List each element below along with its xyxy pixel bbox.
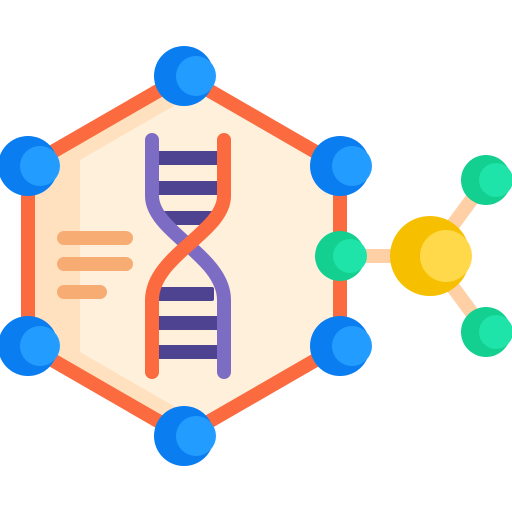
- dna-helix-icon: [145, 133, 231, 379]
- vertex-node-bottom: [154, 406, 216, 466]
- vertex-node-bottom-right: [310, 316, 372, 376]
- vertex-node-top-left: [0, 136, 60, 196]
- green-node-mid: [315, 231, 367, 281]
- dna-rung: [158, 287, 214, 301]
- dna-rung: [154, 345, 222, 359]
- vertex-node-top: [154, 46, 216, 106]
- dna-strand-front: [145, 133, 231, 379]
- vertex-node-bottom-left: [0, 316, 60, 376]
- dna-rung: [154, 151, 222, 165]
- yellow-node-center: [390, 216, 472, 296]
- molecule-nodes: [315, 155, 512, 357]
- vertex-nodes: [0, 46, 372, 466]
- hexagon-inner-shade: [28, 76, 184, 436]
- text-lines-icon: [57, 231, 133, 299]
- dna-rung: [154, 316, 222, 330]
- green-node-bottom: [461, 307, 512, 357]
- vertex-node-top-right: [310, 136, 372, 196]
- green-node-top: [461, 155, 512, 205]
- dna-rung: [154, 181, 222, 195]
